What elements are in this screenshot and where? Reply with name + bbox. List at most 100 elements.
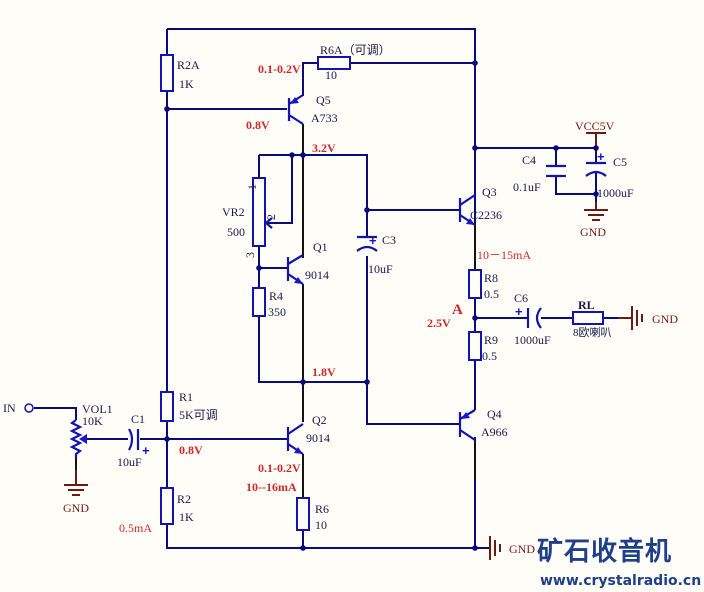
junction [289,152,295,158]
input-terminal[interactable] [24,403,34,413]
wire-top-rail [167,28,476,400]
transistor-q3[interactable] [458,194,476,226]
label-c4-ref: C4 [522,153,536,167]
transistor-q2[interactable] [286,423,304,455]
resistor-r2a[interactable] [160,54,174,92]
label-c6-value: 1000uF [514,333,551,347]
junction [300,379,306,385]
transistor-q4[interactable] [458,409,476,441]
junction [300,152,306,158]
label-r6-value: 10 [315,518,327,532]
junction [472,60,478,66]
capacitor-c4[interactable] [546,164,566,178]
label-vr2-pin3: 3 [243,252,257,258]
label-r1-value: 5K可调 [179,408,218,422]
label-q2-ref: Q2 [312,413,327,427]
annotation-node-a-v: 2.5V [427,316,451,330]
junction [472,545,478,551]
label-vr2-value: 500 [227,225,245,239]
label-r4-value: 350 [268,305,286,319]
label-r9-ref: R9 [484,333,498,347]
label-gnd-supply: GND [580,225,606,239]
annotation-q3-current: 10－15mA [477,248,531,262]
junction [472,315,478,321]
capacitor-c5[interactable] [585,161,607,177]
ground-symbol-main [489,536,501,560]
c3-plus-mark: + [369,233,377,248]
label-r8-ref: R8 [484,271,498,285]
c1-plus-mark: + [142,443,150,458]
resistor-r6[interactable] [296,497,310,531]
junction [256,265,262,271]
label-gnd-input: GND [63,501,89,515]
label-q5-ref: Q5 [316,93,331,107]
resistor-r2[interactable] [160,487,174,525]
label-rl-value: 8欧喇叭 [573,325,612,339]
junction [364,379,370,385]
c6-plus-mark: + [515,304,523,319]
label-gnd-speaker: GND [652,312,678,326]
resistor-r6a[interactable] [317,56,351,70]
label-q1-part: 9014 [305,268,329,282]
ground-symbol-speaker [631,306,643,330]
label-c1-ref: C1 [131,412,145,426]
vr2-wiper-arrow [265,217,273,229]
transistor-q1[interactable] [286,254,304,285]
label-r2-value: 1K [179,510,194,524]
junction [593,145,599,151]
annotation-q5-collector-v: 3.2V [312,141,336,155]
junction [164,436,170,442]
resistor-rl-speaker[interactable] [572,311,604,325]
label-q1-ref: Q1 [313,240,328,254]
ground-symbol-supply [584,209,608,221]
wires [34,28,632,549]
label-vr2-ref: VR2 [222,205,245,219]
junction [300,545,306,551]
capacitor-c3[interactable] [356,235,378,252]
label-r6-ref: R6 [315,502,329,516]
resistor-r1[interactable] [160,391,174,422]
annotation-bias-current: 0.5mA [119,521,152,535]
watermark-url: www.crystalradio.cn [540,573,701,589]
label-node-a: A [452,302,463,318]
label-r9-value: 0.5 [482,349,497,363]
label-vcc: VCC5V [575,119,615,133]
label-rl-ref: RL [578,298,595,312]
junctions [164,60,599,551]
label-r2-ref: R2 [177,492,191,506]
potentiometer-vol1[interactable] [69,419,83,458]
label-q2-part: 9014 [306,431,330,445]
label-c1-value: 10uF [117,455,142,469]
annotation-q2-base-v: 0.8V [179,443,203,457]
label-r6a-value: 10 [325,68,337,82]
resistor-r9[interactable] [468,331,482,361]
label-c5-ref: C5 [613,155,627,169]
potentiometer-vr2[interactable] [252,177,266,247]
label-c3-ref: C3 [382,233,396,247]
transistor-q5[interactable] [287,94,304,125]
wire-c4-bottom [555,176,596,195]
wire-c3-bottom [366,256,460,425]
wire-vr2-wiper [266,155,293,224]
label-r8-value: 0.5 [484,287,499,301]
resistor-r4[interactable] [252,287,266,317]
wire-r6a-left [302,62,318,96]
label-vr2-pin2: 2 [264,214,278,220]
junction [164,106,170,112]
label-c3-value: 10uF [368,262,393,276]
junction [364,207,370,213]
label-vr2-pin1: 1 [245,184,259,190]
resistor-r8[interactable] [468,269,482,299]
annotation-q2-current: 10--16mA [246,480,297,494]
annotation-q2-emitter-v: 0.1-0.2V [258,461,301,475]
wire-input [34,407,77,420]
label-c4-value: 0.1uF [513,180,541,194]
label-gnd-main: GND [509,542,535,556]
label-r4-ref: R4 [269,289,283,303]
wire-q4-gnd [474,480,490,549]
junction [472,145,478,151]
capacitor-c1[interactable] [128,428,140,451]
capacitor-c6[interactable] [526,307,542,329]
wire-3v2-node [259,154,368,208]
